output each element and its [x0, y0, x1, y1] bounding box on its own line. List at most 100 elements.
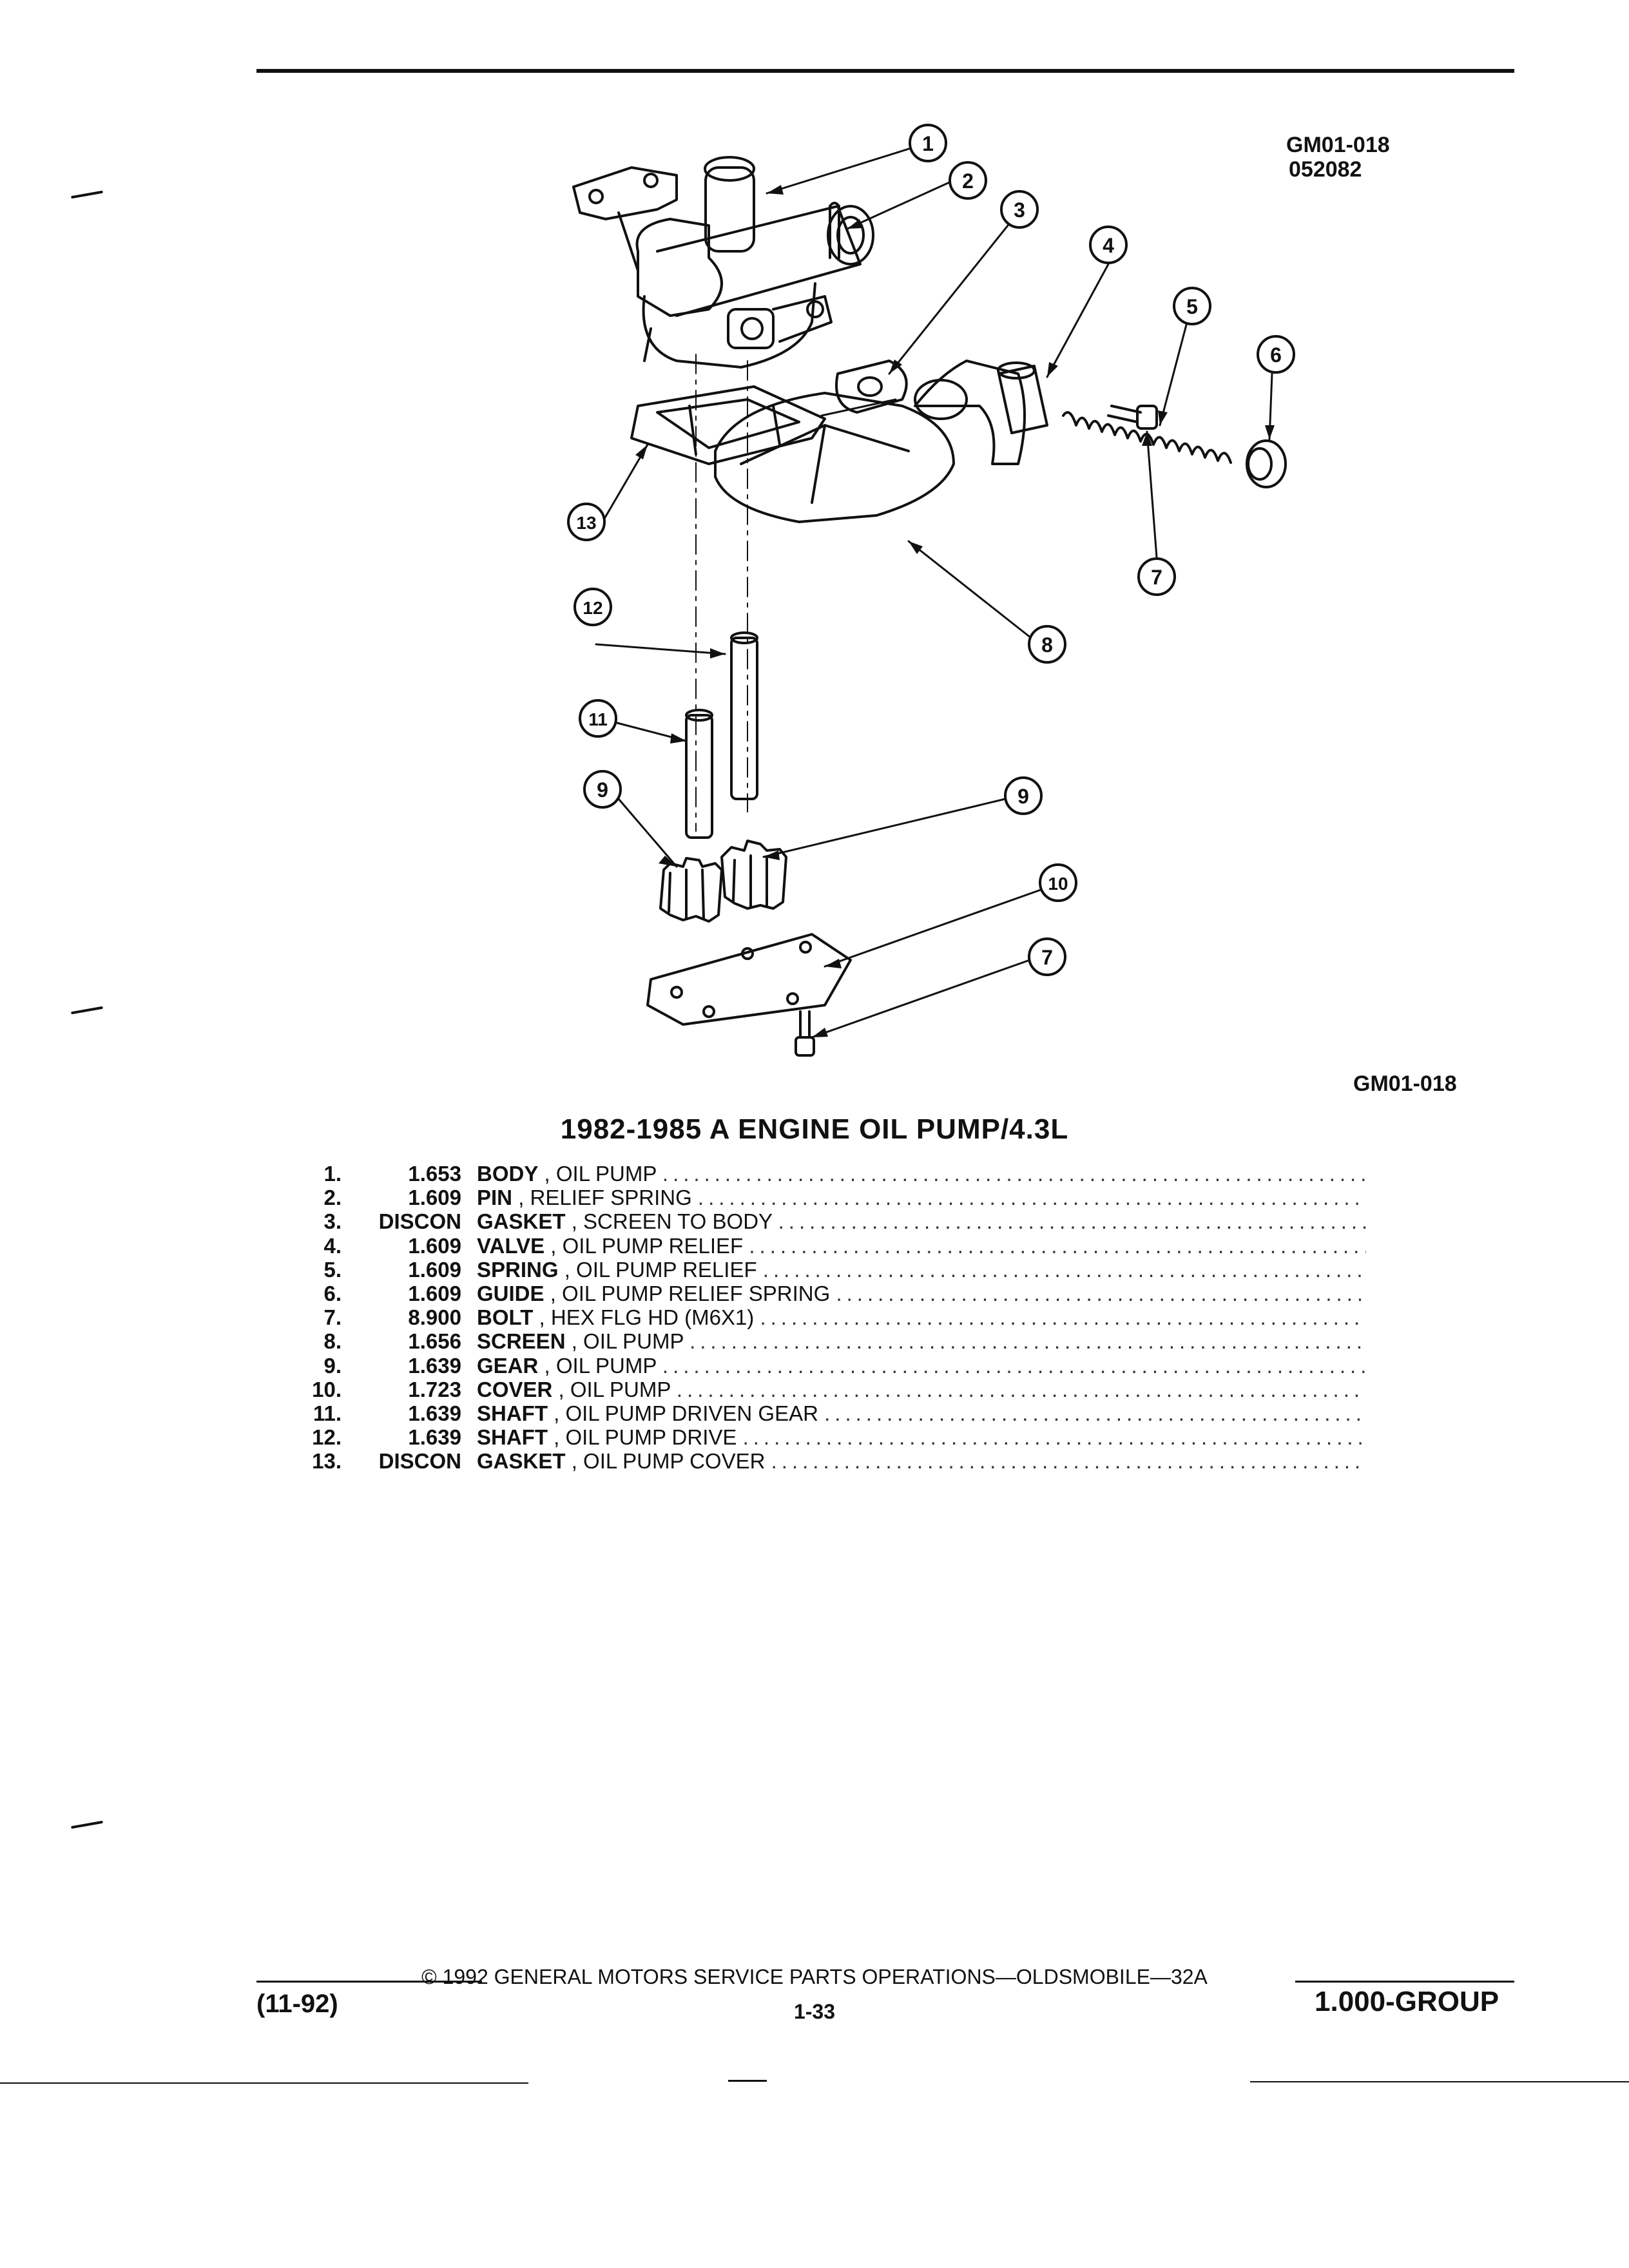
part-number: 8.: [323, 1329, 342, 1354]
scan-line: [728, 2080, 767, 2082]
part-description: GASKET , OIL PUMP COVER ................…: [477, 1449, 1366, 1473]
callout-label: 2: [962, 169, 974, 193]
revision-date: (11-92): [256, 1990, 338, 2018]
part-number: 1.: [323, 1162, 342, 1186]
part-description: SPRING , OIL PUMP RELIEF ...............…: [477, 1258, 1366, 1282]
part-group: 1.723: [408, 1377, 461, 1401]
leader-dots: ........................................…: [762, 1257, 1366, 1282]
part-detail: , OIL PUMP COVER: [571, 1449, 766, 1474]
parts-row: 8. 1.656 SCREEN , OIL PUMP .............…: [284, 1329, 1366, 1353]
parts-row: 1. 1.653 BODY , OIL PUMP ...............…: [284, 1162, 1366, 1186]
part-description: BODY , OIL PUMP ........................…: [477, 1162, 1366, 1186]
part-name: GASKET: [477, 1449, 566, 1474]
parts-row: 6. 1.609 GUIDE , OIL PUMP RELIEF SPRING …: [284, 1282, 1366, 1305]
part-description: SCREEN , OIL PUMP ......................…: [477, 1329, 1366, 1353]
leader-dots: ........................................…: [662, 1353, 1366, 1378]
part-group: 8.900: [408, 1305, 461, 1330]
leader-dots: ........................................…: [662, 1162, 1366, 1186]
part-number: 2.: [323, 1186, 342, 1210]
part-number: 10.: [312, 1377, 342, 1401]
scan-line: [0, 2082, 528, 2084]
part-detail: , SCREEN TO BODY: [571, 1209, 773, 1234]
part-description: SHAFT , OIL PUMP DRIVE .................…: [477, 1425, 1366, 1449]
parts-row: 9. 1.639 GEAR , OIL PUMP ...............…: [284, 1354, 1366, 1378]
part-description: GEAR , OIL PUMP ........................…: [477, 1354, 1366, 1378]
leader-dots: ........................................…: [697, 1186, 1366, 1210]
leader-dots: ........................................…: [771, 1449, 1366, 1474]
part-name: VALVE: [477, 1233, 545, 1258]
part-group: 1.609: [408, 1281, 461, 1305]
footer-rule-left: [256, 1981, 482, 1983]
part-name: GASKET: [477, 1209, 566, 1234]
part-detail: , OIL PUMP: [544, 1162, 657, 1186]
callout-9b: [1004, 776, 1043, 815]
callout-label: 10: [1048, 874, 1068, 894]
part-number: 12.: [312, 1425, 342, 1450]
leader-lines: [595, 146, 1274, 1039]
margin-mark: [71, 190, 103, 199]
parts-row: 10. 1.723 COVER , OIL PUMP .............…: [284, 1378, 1366, 1401]
parts-list: 1. 1.653 BODY , OIL PUMP ...............…: [284, 1162, 1366, 1473]
figure-code: GM01-018: [1286, 133, 1390, 157]
part-number: 9.: [323, 1353, 342, 1378]
callout-7a: [1137, 557, 1176, 596]
part-name: SPRING: [477, 1257, 559, 1282]
part-description: GASKET , SCREEN TO BODY ................…: [477, 1209, 1366, 1233]
part-detail: , OIL PUMP: [544, 1353, 657, 1378]
part-description: BOLT , HEX FLG HD (M6X1) ...............…: [477, 1305, 1366, 1329]
pump-gears: [659, 840, 787, 923]
group-number: 1.000-GROUP: [1315, 1986, 1499, 2017]
part-description: PIN , RELIEF SPRING ....................…: [477, 1186, 1366, 1209]
callout-label: 13: [576, 513, 596, 533]
part-group: 1.656: [408, 1329, 461, 1354]
callout-3: [1000, 190, 1039, 229]
part-name: SHAFT: [477, 1401, 548, 1425]
part-detail: , OIL PUMP: [558, 1377, 671, 1401]
figure-code-bottom: GM01-018: [1353, 1072, 1457, 1096]
footer-copyright: © 1992 GENERAL MOTORS SERVICE PARTS OPER…: [421, 1965, 1208, 1988]
part-detail: , OIL PUMP RELIEF: [550, 1233, 744, 1258]
leader-dots: ........................................…: [824, 1401, 1366, 1425]
callout-12: [574, 588, 612, 626]
callout-6: [1257, 335, 1295, 374]
part-number: 13.: [312, 1449, 342, 1474]
callout-label: 9: [1017, 785, 1029, 808]
callout-label: 3: [1014, 198, 1025, 222]
part-name: SCREEN: [477, 1329, 566, 1354]
part-name: PIN: [477, 1186, 513, 1210]
part-group: 1.639: [408, 1353, 461, 1378]
leader-dots: ........................................…: [760, 1305, 1366, 1330]
margin-mark: [71, 1820, 103, 1829]
callout-label: 4: [1103, 234, 1114, 257]
callout-10: [1039, 863, 1077, 902]
leader-dots: ........................................…: [749, 1233, 1366, 1258]
part-detail: , RELIEF SPRING: [518, 1186, 692, 1210]
leader-dots: ........................................…: [676, 1377, 1366, 1401]
part-number: 11.: [313, 1401, 342, 1425]
figure-date-code: 052082: [1289, 157, 1362, 182]
callout-2: [949, 161, 987, 200]
part-group: 1.609: [408, 1186, 461, 1210]
part-name: SHAFT: [477, 1425, 548, 1450]
part-group: 1.609: [408, 1257, 461, 1282]
callout-4: [1089, 226, 1128, 264]
leader-dots: ........................................…: [742, 1425, 1366, 1450]
leader-dots: ........................................…: [778, 1209, 1366, 1234]
part-detail: , OIL PUMP: [571, 1329, 684, 1354]
part-number: 4.: [323, 1233, 342, 1258]
page-number: 1-33: [793, 2000, 836, 2023]
part-group: DISCON: [378, 1209, 461, 1234]
footer-rule-right: [1295, 1981, 1514, 1983]
callout-label: 8: [1041, 633, 1053, 657]
callout-label: 7: [1151, 566, 1162, 589]
top-rule: [256, 69, 1514, 73]
parts-row: 3. DISCON GASKET , SCREEN TO BODY ......…: [284, 1209, 1366, 1233]
part-group: DISCON: [378, 1449, 461, 1474]
page-title: 1982-1985 A ENGINE OIL PUMP/4.3L: [560, 1113, 1069, 1145]
parts-row: 7. 8.900 BOLT , HEX FLG HD (M6X1) ......…: [284, 1305, 1366, 1329]
part-detail: , OIL PUMP DRIVE: [554, 1425, 737, 1450]
part-description: GUIDE , OIL PUMP RELIEF SPRING .........…: [477, 1282, 1366, 1305]
part-number: 3.: [323, 1209, 342, 1234]
part-group: 1.609: [408, 1233, 461, 1258]
part-description: COVER , OIL PUMP .......................…: [477, 1378, 1366, 1401]
